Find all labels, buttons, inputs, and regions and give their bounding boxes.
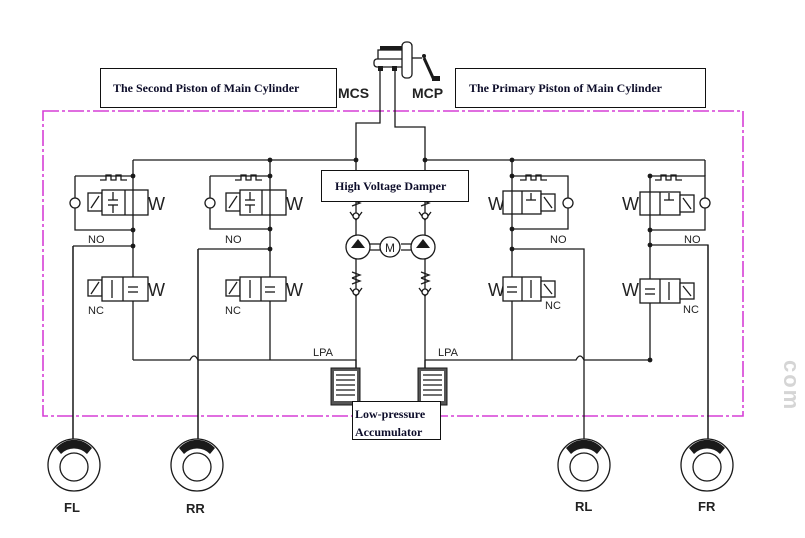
svg-text:M: M [385,241,395,255]
svg-text:W: W [286,194,303,214]
svg-text:W: W [622,280,639,300]
svg-text:NC: NC [545,300,561,312]
hcu-boundary [42,110,744,417]
callout-accumulator-line1: Low-pressure [355,407,426,421]
lpa-right-label: LPA [438,347,459,359]
accumulator-right-icon [417,367,448,406]
channel-rr: W NO W NC [197,170,303,440]
wheel-label-fr: FR [698,499,716,514]
mcs-label: MCS [338,85,369,101]
svg-text:NO: NO [225,234,242,246]
svg-text:W: W [148,280,165,300]
svg-text:NO: NO [684,234,701,246]
wheel-fl-icon [47,438,101,492]
channel-fr: W NO W NC [622,173,711,440]
svg-text:NO: NO [550,234,567,246]
wheel-rr-icon [170,438,224,492]
wheel-label-rl: RL [575,499,592,514]
svg-text:NO: NO [88,234,105,246]
callout-primary-piston-text: The Primary Piston of Main Cylinder [469,81,662,95]
mcp-label: MCP [412,85,443,101]
master-cylinder-icon [373,41,440,81]
motor-icon [379,236,401,258]
callout-accumulator-line2: Accumulator [355,425,423,439]
lpa-left-label: LPA [313,347,334,359]
svg-text:W: W [148,194,165,214]
svg-text:W: W [622,194,639,214]
svg-text:NC: NC [88,305,104,317]
svg-text:NC: NC [225,305,241,317]
channel-rl: W NO W NC [488,170,585,360]
callout-second-piston-text: The Second Piston of Main Cylinder [113,81,300,95]
channel-fl: W NO W NC [69,173,165,440]
wheel-rl-icon [557,438,611,492]
callout-damper: High Voltage Damper [321,170,469,202]
callout-second-piston: The Second Piston of Main Cylinder [100,68,337,108]
callout-primary-piston: The Primary Piston of Main Cylinder [455,68,706,108]
callout-accumulator: Low-pressure Accumulator [352,401,441,440]
wheel-fr-icon [680,438,734,492]
callout-damper-text: High Voltage Damper [335,179,447,193]
wheel-label-rr: RR [186,501,205,516]
svg-text:W: W [488,194,505,214]
svg-text:W: W [488,280,505,300]
svg-text:W: W [286,280,303,300]
svg-text:NC: NC [683,304,699,316]
accumulator-left-icon [330,367,361,406]
watermark: com [779,360,804,412]
wheel-label-fl: FL [64,500,80,515]
